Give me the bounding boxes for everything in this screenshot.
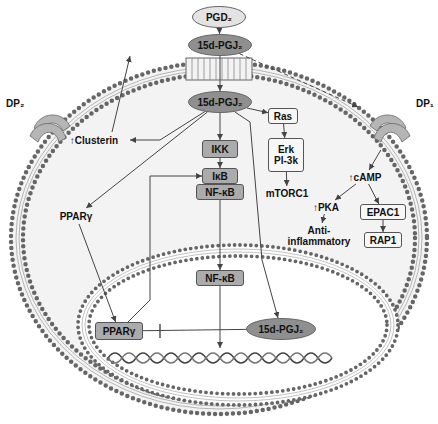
- node-text: NF-κB: [205, 273, 234, 284]
- channel-stripes: [192, 58, 246, 80]
- connector-arrow: [128, 176, 202, 322]
- receptor: DP₁: [358, 98, 434, 150]
- receptor-group: [370, 115, 410, 142]
- membrane-channel: [186, 58, 252, 80]
- receptor: DP₂: [6, 98, 80, 150]
- nucleus: [78, 245, 398, 405]
- connector-arrow: [219, 28, 220, 34]
- connector-arrow: [79, 224, 116, 322]
- connector-arrow: [240, 54, 359, 107]
- protein-label: PPARγ: [50, 208, 102, 224]
- connector-arrow: [220, 200, 221, 270]
- dna-strand: [108, 353, 332, 363]
- node-text: DP₁: [416, 98, 434, 109]
- node-text: ↑cAMP: [349, 172, 382, 183]
- connector-arrow: [322, 214, 324, 223]
- protein-label: ↑cAMP: [340, 170, 390, 184]
- protein-box: IκB: [202, 168, 238, 184]
- nuclear-envelope: [89, 256, 387, 394]
- node-text: NF-κB: [205, 187, 234, 198]
- connector-arrow: [143, 329, 246, 330]
- inhibition-bar: [159, 324, 160, 338]
- ellipse-shape: [247, 319, 316, 340]
- protein-box: PPARγ: [95, 322, 143, 340]
- membrane-tail: [16, 67, 422, 409]
- node-text: PPARγ: [103, 326, 136, 337]
- connector-arrow: [247, 108, 268, 113]
- cytoplasm: [11, 62, 427, 414]
- connector-arrow: [220, 158, 221, 168]
- connector-arrow: [235, 112, 278, 318]
- ellipse-shape: [193, 7, 246, 28]
- nuclear-envelope: [78, 245, 398, 405]
- connector-arrow: [335, 184, 356, 200]
- membrane-tail: [19, 70, 419, 406]
- protein-box: IKK: [202, 140, 238, 158]
- node-text: IKK: [211, 144, 228, 155]
- receptor-group: [30, 115, 70, 142]
- connector-arrow: [86, 112, 207, 208]
- node-text: ↑PKA: [313, 202, 339, 213]
- node-text: 15d-PGJ₂: [197, 40, 242, 51]
- ligand-ellipse: 15d-PGJ₂: [188, 34, 252, 56]
- node-text: RAP1: [370, 235, 397, 246]
- connector-arrow: [284, 124, 285, 138]
- protein-label: ↑PKA: [306, 200, 346, 214]
- connector-arrow: [130, 112, 205, 140]
- node-text: DP₂: [6, 98, 24, 109]
- node-text: PPARγ: [60, 211, 93, 222]
- ligand-ellipse: 15d-PGJ₂: [246, 318, 316, 340]
- node-text: IκB: [212, 171, 228, 182]
- node-text: 15d-PGJ₂: [258, 324, 303, 335]
- transcription-arrow: [220, 286, 221, 348]
- ellipse-shape: [189, 35, 252, 56]
- protein-label: mTORC1: [262, 186, 312, 200]
- dna-strand: [108, 353, 332, 363]
- node-text: ↑Clusterin: [70, 135, 118, 146]
- connector-arrow: [220, 56, 221, 91]
- connector-arrow: [220, 113, 221, 140]
- process-box: RAP1: [364, 232, 402, 248]
- node-text: mTORC1: [266, 188, 309, 199]
- node-text: Erk: [278, 144, 294, 155]
- connector-arrow: [369, 150, 381, 170]
- node-text: 15d-PGJ₂: [197, 97, 242, 108]
- connector-arrow: [286, 172, 287, 186]
- receptor-arch: [30, 124, 66, 143]
- connector-arrow: [383, 220, 384, 232]
- protein-box: NF-κB: [196, 184, 244, 200]
- nuclear-tail: [85, 252, 391, 398]
- node-text: PGD₂: [206, 12, 232, 23]
- node-text: PI-3k: [274, 155, 298, 166]
- connector-arrow: [369, 184, 379, 204]
- ligand-ellipse: 15d-PGJ₂: [188, 91, 252, 113]
- effect-label: Anti-inflammatory: [282, 223, 356, 249]
- membrane-head: [11, 62, 427, 414]
- process-box: ErkPI-3k: [268, 138, 304, 172]
- process-box: EPAC1: [360, 204, 406, 220]
- receptor-arch: [374, 124, 410, 143]
- node-text: Ras: [274, 111, 292, 122]
- protein-label: ↑Clusterin: [58, 133, 130, 147]
- process-box: Ras: [268, 108, 298, 124]
- ligand-ellipse: PGD₂: [192, 6, 246, 28]
- ellipse-shape: [189, 92, 252, 113]
- secretion-arrow: [112, 56, 130, 132]
- node-text: Anti-inflammatory: [282, 225, 356, 247]
- node-text: EPAC1: [367, 207, 400, 218]
- nuclear-tail: [82, 249, 394, 401]
- protein-box: NF-κB: [196, 270, 244, 286]
